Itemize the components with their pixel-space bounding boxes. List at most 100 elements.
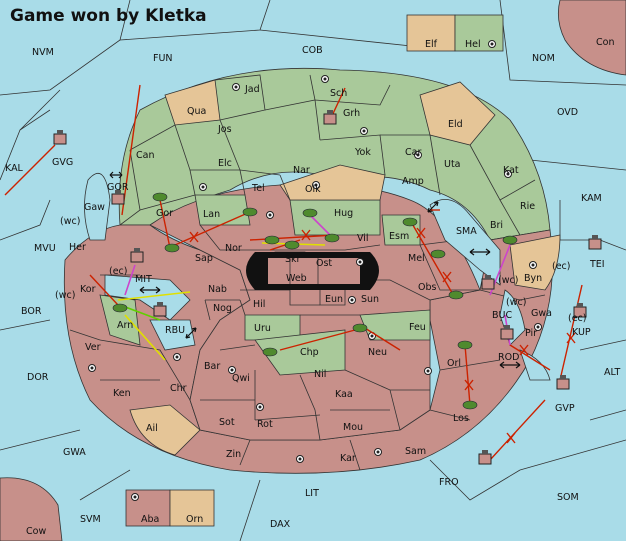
label-mit: MIT [135, 274, 152, 285]
label-sot: Sot [219, 417, 235, 428]
territory-qua[interactable] [164, 79, 221, 126]
sea-labels: NVM FUN COB NOM Con OVD KAL KAM MVU BOR … [5, 37, 620, 537]
label-con: Con [596, 37, 614, 48]
label-ail: Ail [146, 423, 158, 434]
label-ken: Ken [113, 388, 131, 399]
legend-bottom-left: Aba [141, 514, 159, 525]
label-ost: Ost [316, 258, 332, 269]
label-kar: Kar [340, 453, 356, 464]
label-uru: Uru [254, 323, 271, 334]
label-tei: TEI [589, 259, 605, 270]
label-nvm: NVM [32, 47, 54, 58]
label-kaa: Kaa [335, 389, 353, 400]
label-dor: DOR [27, 372, 49, 383]
label-rod: ROD [498, 352, 519, 363]
label-chr: Chr [170, 383, 187, 394]
label-hug: Hug [334, 208, 353, 219]
label-amp: Amp [402, 176, 424, 187]
coast-byn-wc: (wc) [498, 275, 518, 286]
coast-her-wc: (wc) [60, 216, 80, 227]
label-fro: FRO [439, 477, 459, 488]
label-jos: Jos [217, 124, 232, 135]
label-hil: Hil [253, 299, 265, 310]
label-cow: Cow [26, 526, 46, 537]
label-car: Car [405, 147, 421, 158]
label-cob: COB [302, 45, 323, 56]
label-gor: Gor [156, 208, 173, 219]
legend-top-right: Hel [465, 39, 481, 50]
label-kat: Kat [503, 165, 519, 176]
label-nab: Nab [208, 284, 227, 295]
label-kup: KUP [572, 327, 591, 338]
label-mvu: MVU [34, 243, 56, 254]
label-byn: Byn [524, 273, 542, 284]
land-labels: Jad Sch Grh Qua Jos Eld Can Yok Car Elc … [69, 84, 552, 464]
label-bar: Bar [204, 361, 220, 372]
label-zin: Zin [226, 449, 241, 460]
label-fun: FUN [153, 53, 173, 64]
label-nor: Nor [225, 243, 242, 254]
army-units [112, 192, 518, 410]
territory-olk[interactable] [279, 164, 386, 201]
label-ver: Ver [85, 342, 101, 353]
label-vil: Vil [357, 233, 369, 244]
label-sam: Sam [405, 446, 426, 457]
label-rie: Rie [520, 201, 535, 212]
label-gvp: GVP [555, 403, 575, 414]
fleet-units [53, 110, 602, 465]
label-eun: Eun [325, 294, 343, 305]
label-can: Can [136, 150, 154, 161]
territory-borders [69, 74, 546, 471]
central-tunnel-road [268, 258, 360, 284]
label-skr: Skr [285, 254, 301, 265]
legend-top-left: Elf [425, 39, 438, 50]
label-lit: LIT [305, 488, 319, 499]
sea-rbu[interactable] [149, 319, 196, 351]
game-title: Game won by Kletka [10, 6, 207, 26]
label-olk: Olk [305, 184, 321, 195]
territory-con[interactable] [557, 0, 626, 76]
label-eld: Eld [448, 119, 463, 130]
territory-cow[interactable] [0, 477, 63, 541]
label-pir: Pir [525, 328, 537, 339]
territory-ail[interactable] [129, 404, 201, 456]
label-kal: KAL [5, 163, 24, 174]
territory-feu[interactable] [359, 309, 431, 341]
coast-byn-ec: (ec) [552, 261, 570, 272]
label-sma: SMA [456, 226, 477, 237]
label-som: SOM [557, 492, 579, 503]
label-dax: DAX [270, 519, 291, 530]
label-gvg: GVG [52, 157, 73, 168]
sea-gor[interactable] [84, 173, 111, 241]
coast-kor-wc: (wc) [55, 290, 75, 301]
label-qwi: Qwi [232, 373, 250, 384]
label-nog: Nog [213, 303, 232, 314]
label-bri: Bri [490, 220, 503, 231]
label-esm: Esm [389, 231, 409, 242]
label-bor: BOR [21, 306, 42, 317]
label-ovd: OVD [557, 107, 578, 118]
label-los: Los [453, 413, 469, 424]
coast-kor-ec: (ec) [109, 266, 127, 277]
legend-bottom-right: Orn [186, 514, 203, 525]
territory-arn[interactable] [99, 294, 141, 346]
label-obs: Obs [418, 282, 437, 293]
label-kam: KAM [581, 193, 602, 204]
legend-top: Elf Hel [406, 14, 504, 52]
label-gaw: Gaw [84, 202, 105, 213]
label-feu: Feu [409, 322, 426, 333]
label-yok: Yok [354, 147, 371, 158]
territory-eld[interactable] [419, 81, 496, 146]
label-mel: Mel [408, 253, 425, 264]
label-elc: Elc [218, 158, 232, 169]
label-sap: Sap [195, 253, 213, 264]
order-arrows [4, 84, 583, 461]
label-alt: ALT [604, 367, 620, 378]
label-web: Web [286, 273, 307, 284]
tunnel-divider [289, 258, 319, 284]
legend-bottom: Aba Orn [125, 489, 215, 527]
label-gor-sea: GOR [107, 182, 129, 193]
label-nar: Nar [293, 165, 310, 176]
label-rot: Rot [257, 419, 273, 430]
